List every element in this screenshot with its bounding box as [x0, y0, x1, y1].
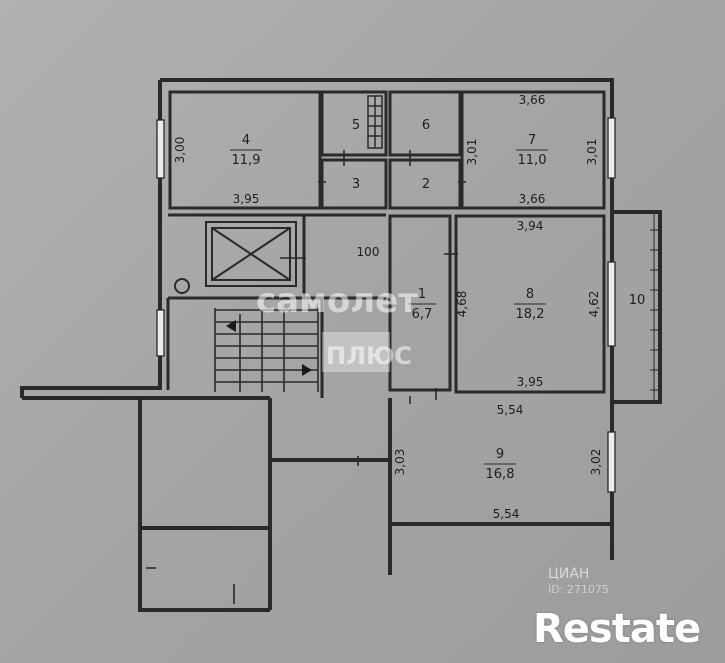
room7-area: 11,0 [518, 153, 547, 168]
room1-number: 1 [418, 287, 426, 302]
room9-number: 9 [496, 447, 504, 462]
watermark-cian: ЦИАН [548, 566, 590, 582]
outer-wall-left [20, 80, 162, 398]
stair-down-arrow-icon [302, 364, 312, 376]
room1-area: 6,7 [412, 307, 433, 322]
dim-r9-right: 3,02 [589, 449, 603, 476]
dim-r7-top: 3,66 [519, 93, 546, 107]
dim-r4-height: 3,00 [173, 137, 187, 164]
room3-number: 3 [352, 177, 360, 192]
room7-outline [460, 90, 606, 210]
dim-r8-left: 4,68 [455, 291, 469, 318]
room2-number: 2 [422, 177, 430, 192]
windows [156, 117, 616, 493]
room8-number: 8 [526, 287, 534, 302]
dim-r7-right: 3,01 [585, 139, 599, 166]
watermark-samolet: самолет [256, 281, 418, 321]
room5-number: 5 [352, 118, 360, 133]
riser-pipe-icon [174, 278, 190, 294]
restate-logo: Restate [533, 606, 701, 652]
dim-corridor-note: 100 [357, 245, 380, 259]
watermark-plus-box [322, 332, 390, 372]
room9-area: 16,8 [486, 467, 515, 482]
room7-number: 7 [528, 133, 536, 148]
room8-outline [454, 214, 606, 394]
lower-block-wall [138, 398, 270, 612]
room1-outline [388, 214, 452, 392]
stair-up-arrow-icon [226, 320, 236, 332]
vent-grid-icon [367, 95, 383, 149]
dim-r4-width: 3,95 [233, 192, 260, 206]
dim-r9-left: 3,03 [393, 449, 407, 476]
dim-r9-top: 5,54 [497, 403, 524, 417]
watermark-cian-id: ID: 271075 [548, 583, 609, 596]
dim-r9-bottom: 5,54 [493, 507, 520, 521]
room4-outline [168, 90, 322, 210]
room5-outline [320, 90, 388, 157]
room6-number: 6 [422, 118, 430, 133]
door-marks [146, 150, 466, 604]
dim-r7-bottom: 3,66 [519, 192, 546, 206]
dim-r7-left: 3,01 [465, 139, 479, 166]
balcony-wall [612, 210, 662, 404]
room6-outline [388, 90, 462, 157]
dim-r8-bottom: 3,95 [517, 375, 544, 389]
dim-r8-top: 3,94 [517, 219, 544, 233]
dim-r8-right: 4,62 [587, 291, 601, 318]
room4-area: 11,9 [232, 153, 261, 168]
room2-outline [388, 158, 462, 210]
room8-area: 18,2 [516, 307, 545, 322]
balcony-railing [650, 214, 658, 400]
room3-outline [320, 158, 388, 210]
elevator-shaft [205, 221, 297, 287]
watermark-plus: ПЛЮС [326, 342, 412, 370]
staircase [214, 308, 319, 392]
room10-number: 10 [629, 293, 646, 308]
room4-number: 4 [242, 133, 250, 148]
